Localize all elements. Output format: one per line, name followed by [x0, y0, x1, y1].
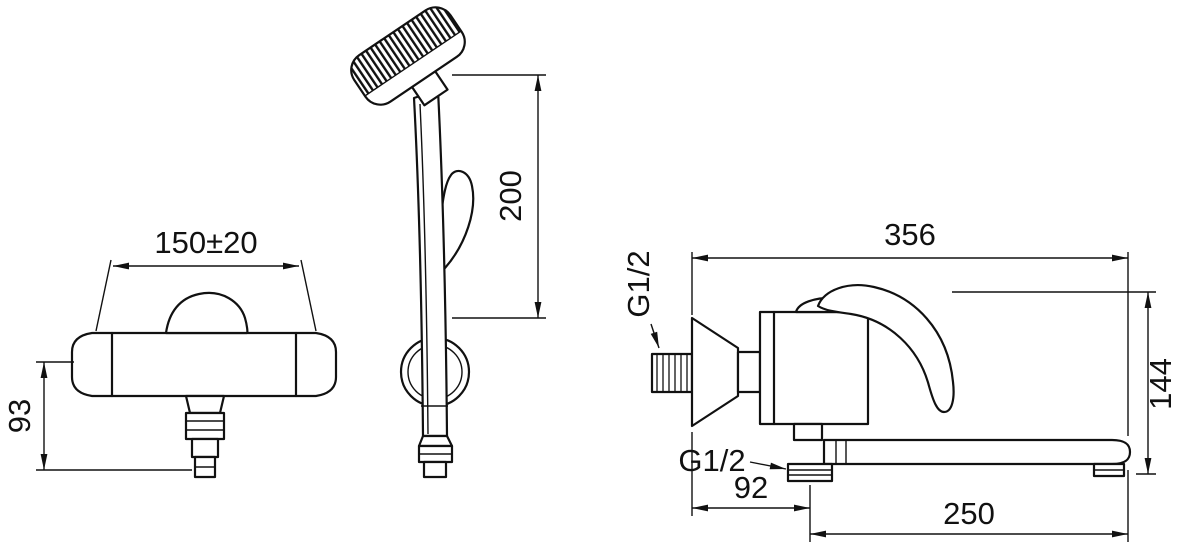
shower-connector	[417, 405, 454, 479]
shower-head-face	[344, 0, 472, 112]
dimensions: 150±20 93 200 356 G1/2	[2, 74, 1178, 542]
dim-front-height: 93	[2, 361, 192, 471]
front-body	[70, 331, 338, 398]
aerator	[1092, 462, 1126, 478]
union-nut	[736, 350, 762, 394]
label-outlet-thread-text: G1/2	[678, 443, 745, 478]
shower-head	[344, 0, 472, 112]
label-inlet-thread: G1/2	[621, 250, 660, 349]
dim-shower-height: 200	[452, 74, 546, 319]
dim-label-front-width: 150±20	[154, 225, 257, 260]
shower-handle-edge	[419, 103, 429, 435]
front-outlet-stack	[184, 394, 226, 479]
dim-label-side-depth: 356	[884, 217, 936, 252]
front-lever	[164, 291, 249, 335]
label-inlet-thread-text: G1/2	[621, 250, 656, 317]
spout	[822, 438, 1132, 466]
dim-side-depth: 356	[691, 217, 1129, 436]
escutcheon	[690, 316, 740, 428]
mixer-lever	[816, 284, 955, 414]
dim-label-shower-height: 200	[493, 170, 528, 222]
dim-side-height: 144	[952, 291, 1178, 475]
label-outlet-thread: G1/2	[678, 443, 787, 478]
inlet-fitting	[650, 352, 694, 394]
hose-outlet	[786, 462, 834, 483]
shower-head-outline	[350, 6, 466, 106]
dim-label-side-height: 144	[1143, 358, 1178, 410]
dim-spout-reach: 250	[810, 470, 1129, 542]
outlet-neck	[792, 422, 824, 442]
dim-label-outlet-offset: 92	[734, 470, 768, 505]
dim-label-front-height: 93	[2, 399, 37, 433]
dim-front-width: 150±20	[95, 225, 317, 332]
hand-shower-view	[344, 0, 475, 479]
front-view	[70, 291, 338, 479]
side-view	[650, 284, 1132, 483]
mixer-body	[758, 310, 870, 426]
dim-label-spout-reach: 250	[943, 496, 995, 531]
shower-handle	[412, 88, 449, 438]
